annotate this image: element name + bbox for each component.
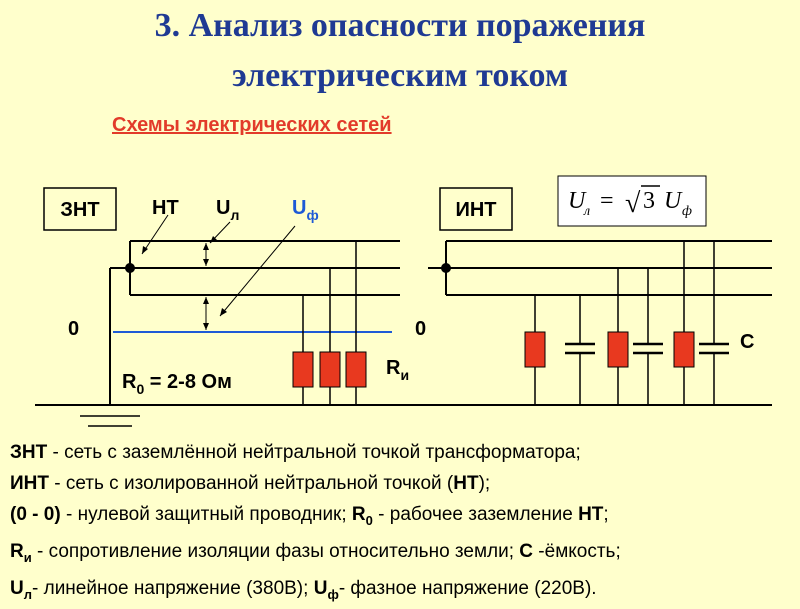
desc-l2-bold: ИНТ [10,473,49,494]
uf-label: Uф [292,197,319,223]
formula-u: U [568,188,587,214]
desc-l4-r: R [10,540,24,562]
desc-line-4: Rи - сопротивление изоляции фазы относит… [10,536,795,573]
formula-sqrt: √ [625,188,641,219]
desc-l3-text3: ; [603,504,609,525]
int-resistor-2 [607,331,629,368]
desc-l3-text1: - нулевой защитный проводник; [60,504,352,525]
desc-l5-u2: U [313,577,328,599]
r0-label: R0 = 2-8 Ом [122,371,232,397]
uf-label-sub: ф [306,207,318,223]
nt-pointer-arrowhead [142,246,148,254]
ri-resistor-3 [345,351,367,388]
formula-three: 3 [643,188,655,214]
formula-f: ф [682,204,692,219]
desc-l3-r: R [351,504,366,525]
legend-description: ЗНТ - сеть с заземлённой нейтральной точ… [10,437,795,609]
ri-label-main: R [386,357,401,379]
page-title-line2: электрическим током [232,57,568,94]
desc-l5-text2: - фазное напряжение (220В). [338,577,597,599]
uf-arrowhead-top [203,297,209,304]
desc-l3-bold: (0 - 0) [10,504,61,525]
r0-label-sub: 0 [136,381,144,397]
int-resistor-3 [673,331,695,368]
desc-l1-text: - сеть с заземлённой нейтральной точкой … [47,442,581,463]
voltage-arrows [203,243,209,330]
desc-l5-u: U [10,577,24,599]
znt-phase-conductors [129,240,400,296]
formula-box [557,175,707,227]
ri-resistor-1 [292,351,314,388]
uf-label-main: U [292,197,306,219]
page-title-line1: 3. Анализ опасности поражения [154,7,646,44]
ri-label: Rи [386,357,409,383]
uf-pointer [219,225,296,317]
desc-line-5: Uл- линейное напряжение (380В); Uф- фазн… [10,573,795,609]
desc-l4-text2: -ёмкость; [533,540,621,562]
ul-label-sub: л [230,207,239,223]
desc-l3-rsub: 0 [365,512,373,528]
desc-line-2: ИНТ - сеть с изолированной нейтральной т… [10,468,795,499]
int-insulation-elements [524,241,729,404]
ul-arrowhead-top [203,243,209,250]
section-subtitle: Схемы электрических сетей [112,114,392,136]
desc-line-3: (0 - 0) - нулевой защитный проводник; R0… [10,499,795,536]
desc-l4-text1: - сопротивление изоляции фазы относитель… [31,540,520,562]
int-phase-conductors [445,240,772,296]
int-box [439,187,513,231]
int-label: ИНТ [455,199,496,221]
ri-resistor-2 [319,351,341,388]
desc-l2-text2: ); [478,473,491,494]
desc-l3-text2: - рабочее заземление [372,504,579,525]
formula-u2: U [664,188,683,214]
ul-pointer-arrowhead [210,236,217,243]
ul-label: Uл [216,197,239,223]
desc-line-1: ЗНТ - сеть с заземлённой нейтральной точ… [10,437,795,468]
znt-label: ЗНТ [60,199,99,221]
desc-l1-bold: ЗНТ [10,442,48,463]
ul-arrowhead-bottom [203,259,209,266]
formula-eq: = [600,188,614,214]
ul-label-main: U [216,197,230,219]
nt-pointer [141,214,169,255]
line-phase-formula: U л = √ 3 U ф [568,185,692,219]
uf-pointer-arrowhead [220,308,227,316]
r0-label-main: R [122,371,137,393]
desc-l2-text1: - сеть с изолированной нейтральной точко… [48,473,454,494]
nt-label: НТ [152,197,179,219]
desc-l2-bold2: НТ [453,473,479,494]
znt-insulation-resistors [292,241,367,404]
int-resistor-1 [524,331,546,368]
znt-zero-label: 0 [68,318,79,340]
r0-label-value: = 2-8 Ом [144,371,232,393]
desc-l4-c: С [519,540,534,562]
desc-l5-text1: - линейное напряжение (380В); [32,577,314,599]
capacitance-label: С [740,331,754,353]
desc-l3-bold2: НТ [578,504,604,525]
znt-box [43,187,117,231]
desc-l5-u2sub: ф [327,586,339,602]
int-zero-label: 0 [415,318,426,340]
uf-arrowhead-bottom [203,323,209,330]
desc-l5-usub: л [23,586,32,602]
desc-l4-rsub: и [23,549,32,565]
formula-l: л [583,204,590,219]
ri-label-sub: и [400,367,409,383]
